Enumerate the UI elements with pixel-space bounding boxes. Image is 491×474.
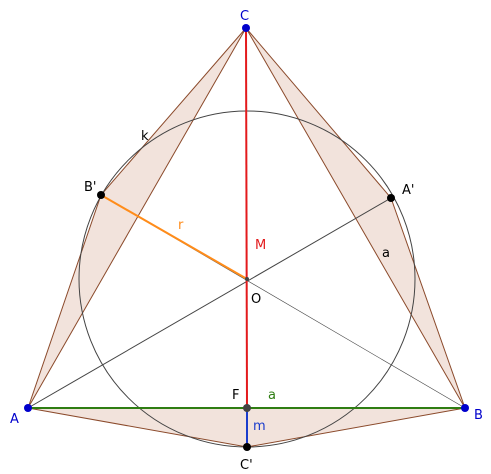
label-k: k <box>141 129 149 144</box>
point-o <box>245 277 249 281</box>
shade-left <box>27 27 247 409</box>
label-m-segment: m <box>253 419 266 434</box>
label-a: A <box>10 412 19 427</box>
point-c-prime <box>243 443 251 451</box>
label-r: r <box>178 218 184 233</box>
label-b-prime: B' <box>84 180 97 195</box>
median-a-aprime <box>27 197 392 409</box>
label-a-side: a <box>382 246 390 261</box>
point-a <box>24 404 32 412</box>
label-m-height: M <box>255 238 266 253</box>
label-a-base: a <box>268 388 276 403</box>
point-c <box>242 24 250 32</box>
label-o: O <box>251 292 261 307</box>
point-f <box>243 404 251 412</box>
point-b <box>461 404 469 412</box>
label-a-prime: A' <box>402 183 414 198</box>
label-c-prime: C' <box>240 458 253 473</box>
label-c: C <box>240 9 249 24</box>
label-b: B <box>474 408 483 423</box>
height-m-segment <box>245 27 248 409</box>
label-f: F <box>232 388 239 403</box>
point-b-prime <box>97 191 105 199</box>
point-a-prime <box>387 194 395 202</box>
radius-r <box>100 194 248 280</box>
